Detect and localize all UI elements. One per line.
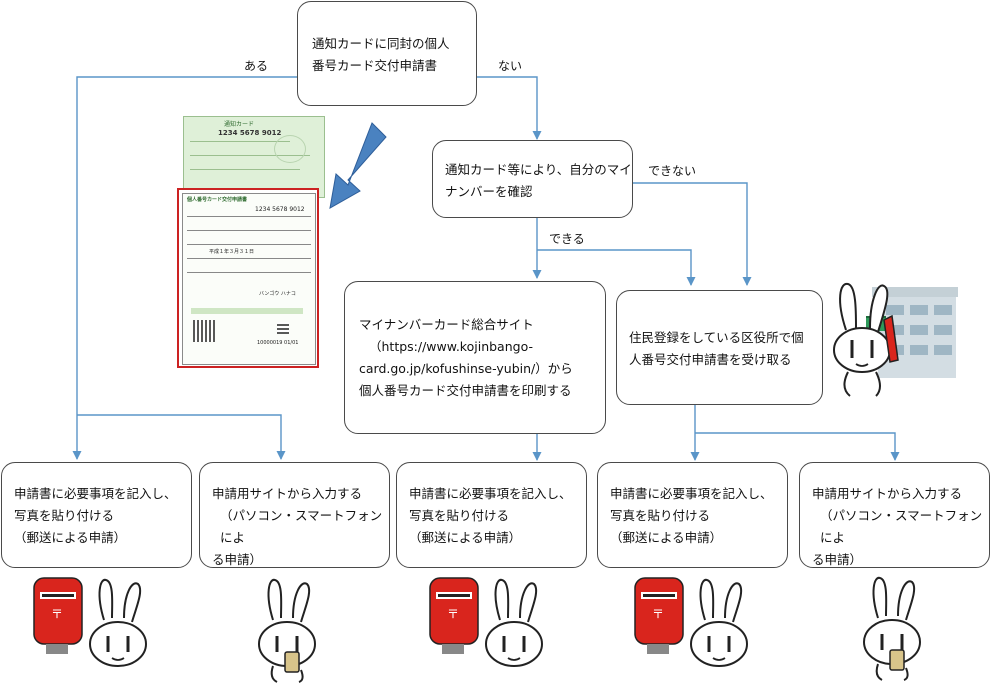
node-mail-line: （郵送による申請） <box>14 529 127 545</box>
node-online-line: （パソコン・スマートフォンによ <box>220 507 383 545</box>
big-arrow-icon <box>329 122 387 209</box>
postbox-mascot-icon: 〒 <box>33 577 147 667</box>
edge-cannot <box>632 182 752 286</box>
form-kana: バンゴウ ハナコ <box>259 291 296 297</box>
notice-card-header: 通知カード <box>224 121 255 128</box>
edge-label-yes: ある <box>244 59 269 73</box>
node-online-line: 申請用サイトから入力する <box>212 486 363 501</box>
edge-label-cannot: できない <box>648 164 697 178</box>
notice-card-number: 1234 5678 9012 <box>218 129 282 137</box>
node-ward-line: 住民登録をしている区役所で個 <box>629 330 804 345</box>
form-number: 1234 5678 9012 <box>255 206 305 213</box>
edge-yes-online <box>77 414 286 460</box>
edge-can-ward <box>537 249 696 286</box>
node-mail-line: 申請書に必要事項を記入し、 <box>14 486 177 501</box>
node-site-line: （https://www.kojinbango- <box>369 338 533 354</box>
form-code: 10000019 01/01 <box>257 340 299 346</box>
node-site: マイナンバーカード総合サイト （https://www.kojinbango- … <box>344 281 606 434</box>
node-top-line: 番号カード交付申請書 <box>312 57 438 73</box>
node-mail-line: （郵送による申請） <box>610 529 723 545</box>
node-mail-line: 写真を貼り付ける <box>409 507 510 523</box>
node-mail-1: 申請書に必要事項を記入し、 写真を貼り付ける （郵送による申請） <box>1 462 192 568</box>
node-ward-line: 人番号交付申請書を受け取る <box>629 351 792 367</box>
edge-label-can: できる <box>549 232 585 246</box>
node-mail-line: 写真を貼り付ける <box>610 507 711 523</box>
smartphone-mascot-icon <box>258 578 316 683</box>
node-online-line: 申請用サイトから入力する <box>812 486 963 501</box>
form-date: 平成１年３月３１日 <box>209 249 255 255</box>
node-mail-line: 写真を貼り付ける <box>14 507 115 523</box>
node-check-line: ナンバーを確認 <box>445 183 533 199</box>
node-online-1: 申請用サイトから入力する （パソコン・スマートフォンによ る申請） <box>199 462 390 568</box>
edge-label-no: ない <box>498 59 523 73</box>
node-online-line: る申請） <box>212 551 263 567</box>
node-mail-line: 申請書に必要事項を記入し、 <box>409 486 572 501</box>
node-mail-2: 申請書に必要事項を記入し、 写真を貼り付ける （郵送による申請） <box>396 462 587 568</box>
node-online-line: る申請） <box>812 551 863 567</box>
node-top: 通知カードに同封の個人 番号カード交付申請書 <box>297 1 477 106</box>
notice-card-image: 通知カード 1234 5678 9012 <box>183 116 325 198</box>
mascot-rabbit-icon <box>833 282 899 397</box>
smartphone-mascot-icon <box>863 576 921 681</box>
svg-text:〒: 〒 <box>51 607 63 621</box>
edge-no <box>476 76 542 140</box>
node-online-line: （パソコン・スマートフォンによ <box>820 507 983 545</box>
svg-text:〒: 〒 <box>447 607 459 621</box>
qr-code-icon <box>193 320 215 342</box>
svg-text:〒: 〒 <box>652 607 664 621</box>
edge-ward-online <box>695 432 900 461</box>
edge-yes <box>72 76 297 460</box>
node-mail-line: 申請書に必要事項を記入し、 <box>610 486 773 501</box>
postbox-mascot-icon: 〒 <box>634 577 748 667</box>
node-top-line: 通知カードに同封の個人 <box>312 36 450 51</box>
node-ward: 住民登録をしている区役所で個 人番号交付申請書を受け取る <box>616 290 823 405</box>
form-title: 個人番号カード交付申請書 <box>187 197 248 203</box>
postbox-mascot-icon: 〒 <box>429 577 543 667</box>
node-check: 通知カード等により、自分のマイ ナンバーを確認 <box>432 140 633 218</box>
node-site-line: 個人番号カード交付申請書を印刷する <box>359 382 572 398</box>
node-online-2: 申請用サイトから入力する （パソコン・スマートフォンによ る申請） <box>799 462 990 568</box>
node-site-line: マイナンバーカード総合サイト <box>359 317 534 332</box>
qr-code-icon <box>277 322 289 334</box>
application-form-image: 個人番号カード交付申請書 1234 5678 9012 平成１年３月３１日 バン… <box>177 188 319 368</box>
node-mail-line: （郵送による申請） <box>409 529 522 545</box>
node-site-line: card.go.jp/kofushinse-yubin/）から <box>359 360 573 376</box>
node-mail-3: 申請書に必要事項を記入し、 写真を貼り付ける （郵送による申請） <box>597 462 788 568</box>
node-check-line: 通知カード等により、自分のマイ <box>445 162 632 177</box>
